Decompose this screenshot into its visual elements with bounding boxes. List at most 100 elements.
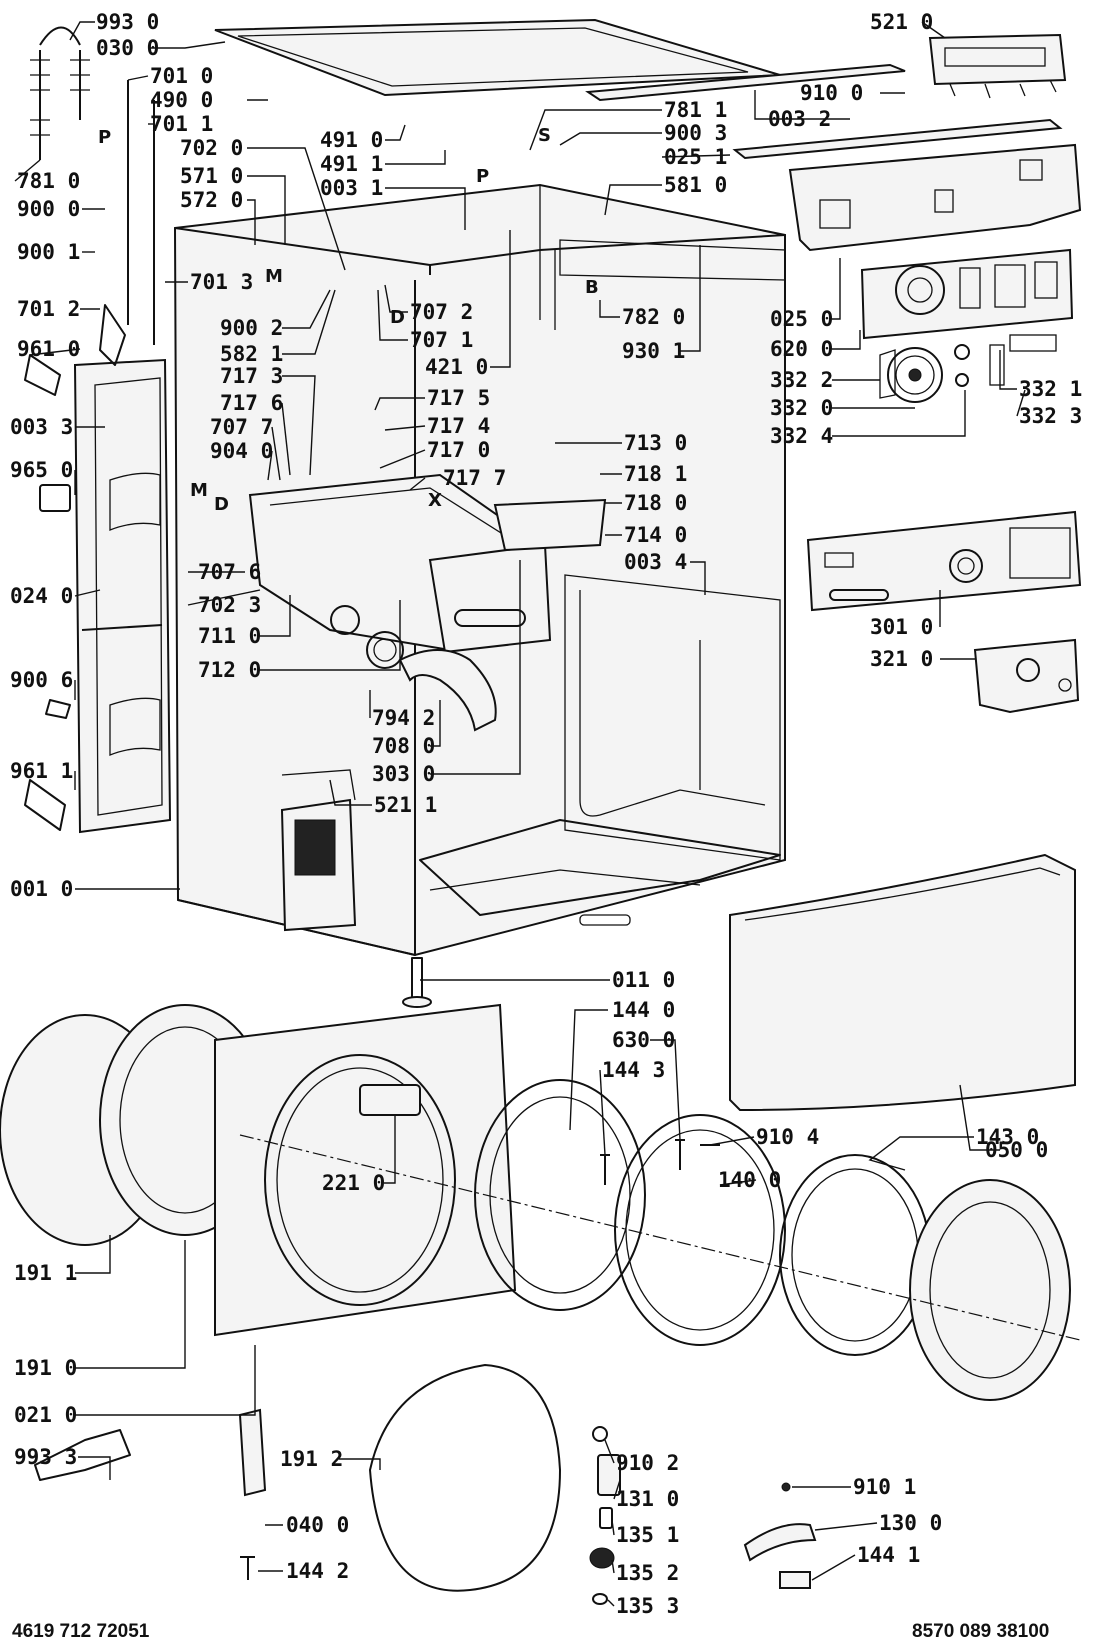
leader-lines <box>14 21 1026 1607</box>
label-024-0: 024 0 <box>10 584 73 608</box>
label-711-0: 711 0 <box>198 624 261 648</box>
label-965-0: 965 0 <box>10 458 73 482</box>
label-191-2: 191 2 <box>280 1447 343 1471</box>
label-521-1: 521 1 <box>374 793 437 817</box>
label-135-2: 135 2 <box>616 1561 679 1585</box>
label-620-0: 620 0 <box>770 337 833 361</box>
electronics-board-drawing <box>860 248 1074 340</box>
label-910-1: 910 1 <box>853 1475 916 1499</box>
marker-b: B <box>585 277 599 298</box>
label-135-1: 135 1 <box>616 1523 679 1547</box>
label-490-0: 490 0 <box>150 88 213 112</box>
label-782-0: 782 0 <box>622 305 685 329</box>
label-303-0: 303 0 <box>372 762 435 786</box>
label-144-1: 144 1 <box>857 1543 920 1567</box>
label-781-0: 781 0 <box>17 169 80 193</box>
label-131-0: 131 0 <box>616 1487 679 1511</box>
marker-m-upper: M <box>265 266 283 287</box>
marker-d-upper: D <box>390 307 405 328</box>
label-221-0: 221 0 <box>322 1171 385 1195</box>
label-713-0: 713 0 <box>624 431 687 455</box>
label-491-0: 491 0 <box>320 128 383 152</box>
label-011-0: 011 0 <box>612 968 675 992</box>
rear-panel-drawing <box>788 143 1082 252</box>
label-191-1: 191 1 <box>14 1261 77 1285</box>
label-572-0: 572 0 <box>180 188 243 212</box>
label-717-7: 717 7 <box>443 466 506 490</box>
label-332-4: 332 4 <box>770 424 833 448</box>
label-630-0: 630 0 <box>612 1028 675 1052</box>
fascia-drawing <box>806 510 1082 612</box>
marker-d-lower: D <box>214 494 229 515</box>
left-hoses-drawing <box>24 26 155 831</box>
letter-markers: P S P B M D X M D <box>98 125 599 515</box>
power-unit-drawing <box>280 769 357 932</box>
label-701-3: 701 3 <box>190 270 253 294</box>
label-707-7: 707 7 <box>210 415 273 439</box>
label-144-3: 144 3 <box>602 1058 665 1082</box>
label-581-0: 581 0 <box>664 173 727 197</box>
side-panel-drawing <box>73 358 172 834</box>
label-040-0: 040 0 <box>286 1513 349 1537</box>
label-135-3: 135 3 <box>616 1594 679 1618</box>
label-001-0: 001 0 <box>10 877 73 901</box>
label-701-1: 701 1 <box>150 112 213 136</box>
label-910-4: 910 4 <box>756 1125 819 1149</box>
label-910-2: 910 2 <box>616 1451 679 1475</box>
footer-right-code: 8570 089 38100 <box>912 1621 1049 1642</box>
label-910-0: 910 0 <box>800 81 863 105</box>
label-993-0: 993 0 <box>96 10 159 34</box>
label-702-0: 702 0 <box>180 136 243 160</box>
label-708-0: 708 0 <box>372 734 435 758</box>
label-717-5: 717 5 <box>427 386 490 410</box>
label-144-0: 144 0 <box>612 998 675 1022</box>
label-930-1: 930 1 <box>622 339 685 363</box>
door-cover-drawing <box>729 853 1076 1112</box>
label-332-1: 332 1 <box>1019 377 1082 401</box>
small-parts-drawing <box>34 1139 817 1605</box>
label-301-0: 301 0 <box>870 615 933 639</box>
label-003-4: 003 4 <box>624 550 687 574</box>
label-900-1: 900 1 <box>17 240 80 264</box>
knob-drawing <box>879 334 1057 403</box>
label-900-6: 900 6 <box>10 668 73 692</box>
label-701-0: 701 0 <box>150 64 213 88</box>
label-714-0: 714 0 <box>624 523 687 547</box>
label-961-0: 961 0 <box>17 337 80 361</box>
label-717-0: 717 0 <box>427 438 490 462</box>
label-707-6: 707 6 <box>198 560 261 584</box>
label-571-0: 571 0 <box>180 164 243 188</box>
label-718-1: 718 1 <box>624 462 687 486</box>
label-717-6: 717 6 <box>220 391 283 415</box>
foot-drawing <box>402 957 432 1008</box>
marker-p-top-left: P <box>98 127 111 148</box>
marker-m-lower: M <box>190 480 208 501</box>
label-025-0: 025 0 <box>770 307 833 331</box>
label-003-1: 003 1 <box>320 176 383 200</box>
label-900-0: 900 0 <box>17 197 80 221</box>
label-191-0: 191 0 <box>14 1356 77 1380</box>
part-labels: 993 0 030 0 701 0 490 0 701 1 491 0 491 … <box>10 10 1082 1618</box>
label-900-3: 900 3 <box>664 121 727 145</box>
label-491-1: 491 1 <box>320 152 383 176</box>
label-582-1: 582 1 <box>220 342 283 366</box>
label-712-0: 712 0 <box>198 658 261 682</box>
marker-p: P <box>476 166 489 187</box>
label-143-0: 143 0 <box>976 1125 1039 1149</box>
label-521-0: 521 0 <box>870 10 933 34</box>
label-900-2: 900 2 <box>220 316 283 340</box>
marker-s: S <box>538 125 551 146</box>
front-assembly-drawing <box>0 1003 1081 1592</box>
label-707-2: 707 2 <box>410 300 473 324</box>
label-707-1: 707 1 <box>410 328 473 352</box>
footer-left-code: 4619 712 72051 <box>12 1621 150 1642</box>
label-332-2: 332 2 <box>770 368 833 392</box>
label-003-3: 003 3 <box>10 415 73 439</box>
marker-x: X <box>428 490 442 511</box>
hose-drawing <box>366 631 497 732</box>
top-rail-drawing <box>585 63 1063 160</box>
fascia-small-drawing <box>973 638 1080 714</box>
label-332-3: 332 3 <box>1019 404 1082 428</box>
label-701-2: 701 2 <box>17 297 80 321</box>
